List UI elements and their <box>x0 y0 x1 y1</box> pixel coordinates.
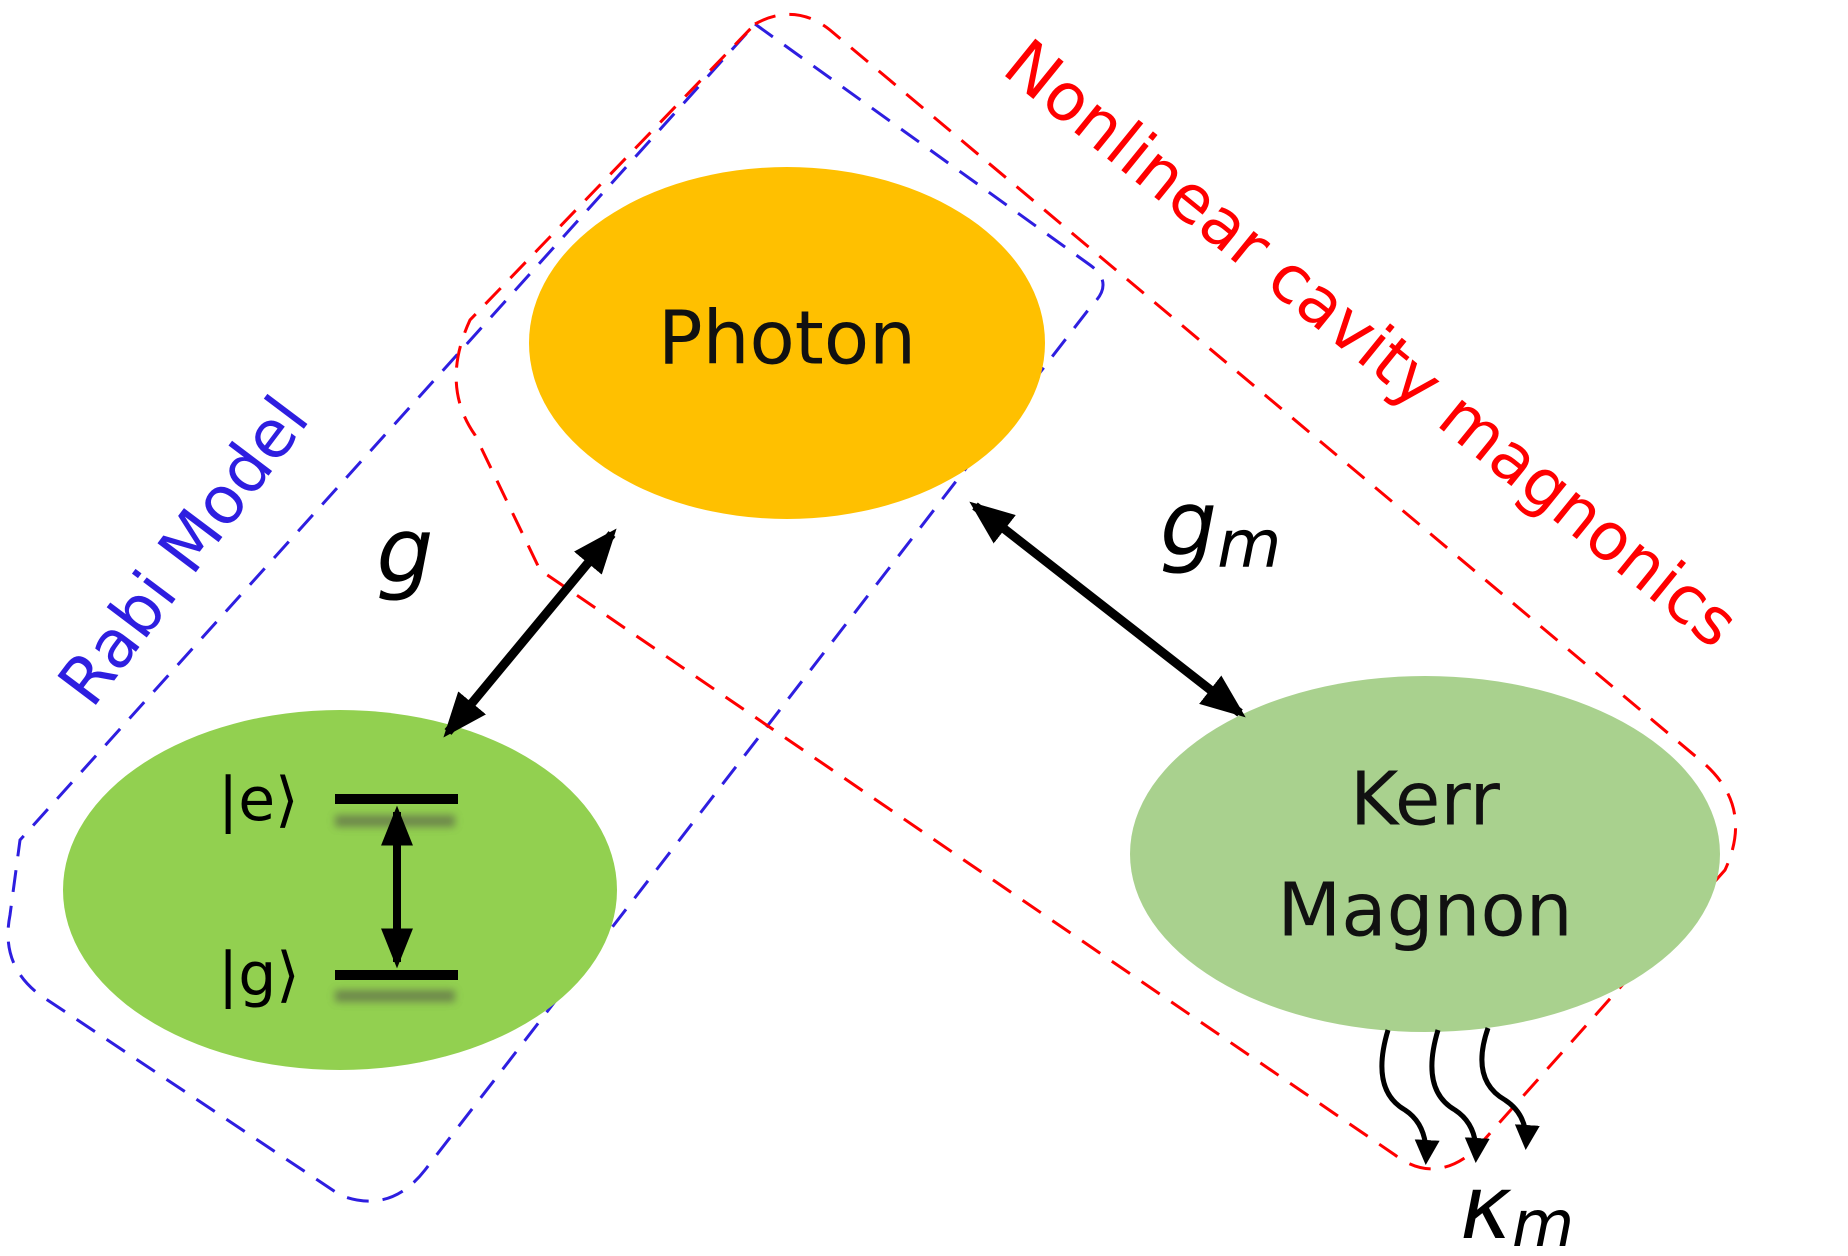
decay-arrow-3 <box>1479 1027 1540 1150</box>
coupling-gm-label: gm <box>1160 472 1281 583</box>
decay-arrow-2 <box>1429 1029 1490 1163</box>
decay-symbol: κ <box>1460 1156 1512 1256</box>
qubit-ellipse <box>63 710 617 1070</box>
photon-node: Photon <box>529 167 1045 519</box>
ground-level-shadow <box>335 990 455 1002</box>
excited-state-label: |e⟩ <box>218 765 299 835</box>
coupling-gm-subscript: m <box>1217 506 1281 583</box>
decay-arrow-1 <box>1379 1029 1440 1165</box>
nonlinear-cavity-magnonics-label: Nonlinear cavity magnonics <box>990 25 1753 663</box>
rabi-model-region <box>6 21 1105 1203</box>
qubit-photon-coupling-arrow <box>443 528 617 738</box>
ground-state-label: |g⟩ <box>218 940 300 1010</box>
kerr-label: Kerr <box>1350 757 1500 843</box>
magnon-decay-label: κm <box>1460 1156 1574 1256</box>
nonlinear-cavity-magnonics-region <box>454 12 1738 1171</box>
decay-subscript: m <box>1512 1188 1574 1256</box>
kerr-magnon-ellipse <box>1130 676 1720 1032</box>
photon-ellipse <box>529 167 1045 519</box>
magnon-decay-arrows <box>1379 1027 1540 1165</box>
coupling-g-label: g <box>376 499 433 604</box>
kerr-magnon-node: Kerr Magnon <box>1130 676 1720 1032</box>
photon-magnon-coupling-arrow <box>969 501 1246 718</box>
coupling-gm-symbol: g <box>1160 472 1217 577</box>
magnon-label: Magnon <box>1277 868 1572 954</box>
photon-label: Photon <box>658 296 916 382</box>
qubit-node: |e⟩ |g⟩ <box>63 710 617 1070</box>
